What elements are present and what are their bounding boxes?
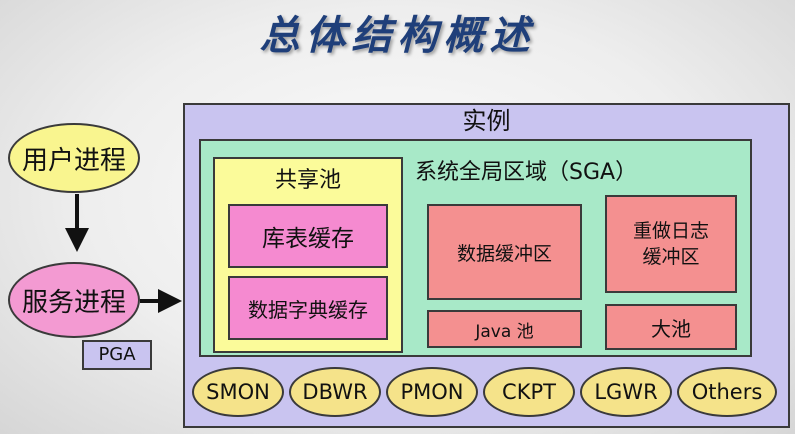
- large-pool-label: 大池: [651, 316, 691, 341]
- server-process-node: 服务进程: [8, 262, 140, 338]
- shared-pool-label: 共享池: [274, 168, 341, 193]
- bg-process-lgwr: LGWR: [580, 367, 672, 417]
- bg-process-smon: SMON: [192, 367, 284, 417]
- db-buffer-cache-box: 数据缓冲区: [427, 204, 582, 300]
- user-process-label: 用户进程: [21, 145, 126, 176]
- bg-process-others: Others: [677, 367, 777, 417]
- bg-process-label: DBWR: [302, 380, 368, 404]
- library-cache-box: 库表缓存: [228, 204, 388, 268]
- sga-label: 系统全局区域（SGA）: [415, 160, 638, 185]
- java-pool-label: Java 池: [475, 321, 534, 342]
- bg-process-dbwr: DBWR: [289, 367, 381, 417]
- pga-box: PGA: [82, 340, 152, 370]
- bg-process-label: CKPT: [502, 380, 556, 404]
- java-pool-box: Java 池: [427, 310, 582, 348]
- library-cache-label: 库表缓存: [262, 226, 354, 252]
- server-process-label: 服务进程: [21, 287, 126, 318]
- dictionary-cache-label: 数据字典缓存: [248, 297, 368, 322]
- bg-process-label: Others: [691, 380, 763, 404]
- user-process-node: 用户进程: [8, 123, 140, 193]
- dictionary-cache-box: 数据字典缓存: [228, 276, 388, 340]
- bg-process-label: PMON: [400, 380, 464, 404]
- large-pool-box: 大池: [605, 304, 737, 350]
- bg-process-label: SMON: [206, 380, 270, 404]
- slide-title: 总体结构概述: [259, 12, 536, 59]
- redo-log-buffer-box: 重做日志缓冲区: [605, 195, 737, 293]
- bg-process-label: LGWR: [594, 380, 658, 404]
- db-buffer-cache-label: 数据缓冲区: [456, 242, 552, 265]
- redo-log-buffer-label: 重做日志缓冲区: [632, 220, 709, 268]
- bg-process-pmon: PMON: [386, 367, 478, 417]
- instance-label: 实例: [462, 107, 511, 135]
- bg-process-ckpt: CKPT: [483, 367, 575, 417]
- pga-label: PGA: [98, 344, 136, 365]
